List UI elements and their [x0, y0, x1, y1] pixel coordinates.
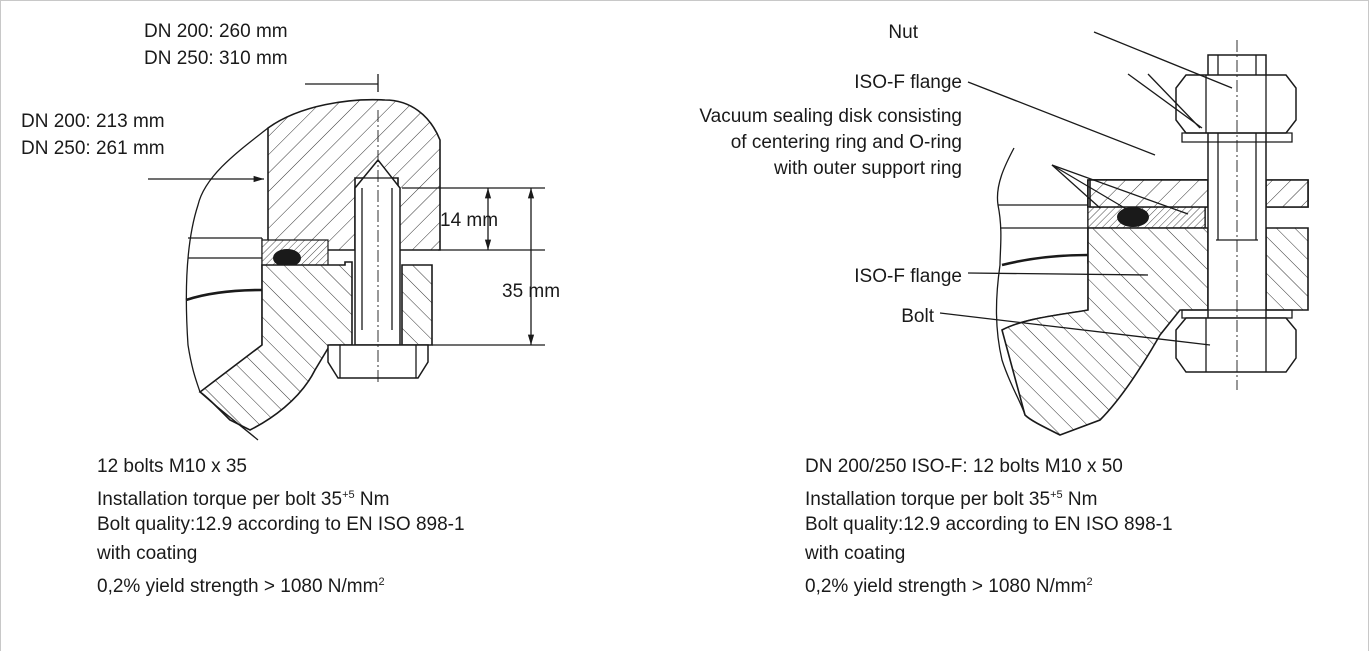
right-note-yield-text: 0,2% yield strength > 1080 N/mm [805, 576, 1087, 597]
left-weld-seam [185, 288, 263, 302]
left-inner-dim-dn250: DN 250: 261 mm [21, 138, 165, 159]
left-note-yield-exp: 2 [378, 576, 385, 588]
right-nut [1175, 74, 1297, 134]
left-lower-flange-right [401, 264, 433, 346]
label-seal-line3: with outer support ring [773, 158, 962, 179]
right-weld-seam [1001, 253, 1089, 267]
leader-nut [1093, 31, 1233, 89]
right-notes: DN 200/250 ISO-F: 12 bolts M10 x 50 Inst… [805, 452, 1173, 597]
leader-seal-3 [1051, 164, 1189, 215]
leader-bolt [939, 312, 1211, 346]
left-note-yield-text: 0,2% yield strength > 1080 N/mm [97, 576, 379, 597]
right-note-torque: Installation torque per bolt 35+5 Nm [805, 481, 1173, 510]
left-note-torque-unit: Nm [354, 489, 390, 510]
leader-seal-2 [1051, 164, 1129, 211]
label-nut: Nut [888, 22, 918, 43]
left-outer-dim-dn200: DN 200: 260 mm [144, 21, 288, 42]
left-note-yield: 0,2% yield strength > 1080 N/mm2 [97, 568, 465, 597]
left-upper-flange [267, 98, 441, 251]
left-o-ring [273, 249, 301, 267]
left-bolt [354, 158, 401, 346]
right-note-torque-unit: Nm [1062, 489, 1098, 510]
left-flange-diagram [148, 74, 545, 441]
left-depth-14: 14 mm [440, 210, 498, 231]
right-note-torque-tolerance: +5 [1050, 489, 1063, 501]
right-note-yield-exp: 2 [1086, 576, 1093, 588]
left-notes: 12 bolts M10 x 35 Installation torque pe… [97, 452, 465, 597]
left-outer-dim-dn250: DN 250: 310 mm [144, 48, 288, 69]
left-depth-35: 35 mm [502, 281, 560, 302]
right-lower-flange-right [1265, 227, 1309, 311]
right-flange-diagram [939, 31, 1309, 436]
right-note-yield: 0,2% yield strength > 1080 N/mm2 [805, 568, 1173, 597]
left-note-coating: with coating [97, 543, 198, 564]
leader-flange-top [967, 81, 1156, 156]
right-note-bolts: DN 200/250 ISO-F: 12 bolts M10 x 50 [805, 456, 1123, 477]
leader-seal-1 [1051, 164, 1101, 209]
left-chamber-wall [185, 127, 269, 393]
right-note-quality: Bolt quality:12.9 according to EN ISO 89… [805, 514, 1173, 535]
label-iso-f-flange-top: ISO-F flange [854, 72, 962, 93]
right-bolt-head [1175, 317, 1297, 373]
label-iso-f-flange-bottom: ISO-F flange [854, 266, 962, 287]
label-seal-line2: of centering ring and O-ring [731, 132, 962, 153]
leader-flange-bottom [967, 272, 1149, 276]
right-o-ring [1117, 207, 1149, 227]
left-note-bolts: 12 bolts M10 x 35 [97, 456, 247, 477]
left-note-torque: Installation torque per bolt 35+5 Nm [97, 481, 465, 510]
label-seal-line1: Vacuum sealing disk consisting [699, 106, 962, 127]
right-note-coating: with coating [805, 543, 906, 564]
label-bolt: Bolt [901, 306, 934, 327]
left-note-torque-tolerance: +5 [342, 489, 355, 501]
right-upper-flange [1089, 179, 1209, 208]
left-note-quality: Bolt quality:12.9 according to EN ISO 89… [97, 514, 465, 535]
right-note-torque-text: Installation torque per bolt 35 [805, 489, 1051, 510]
right-chamber-wall [995, 147, 1026, 416]
left-inner-dim-dn200: DN 200: 213 mm [21, 111, 165, 132]
right-upper-flange-right [1265, 179, 1309, 208]
left-chamber-edge [188, 237, 262, 259]
right-lower-flange [1001, 227, 1209, 436]
left-note-torque-text: Installation torque per bolt 35 [97, 489, 343, 510]
